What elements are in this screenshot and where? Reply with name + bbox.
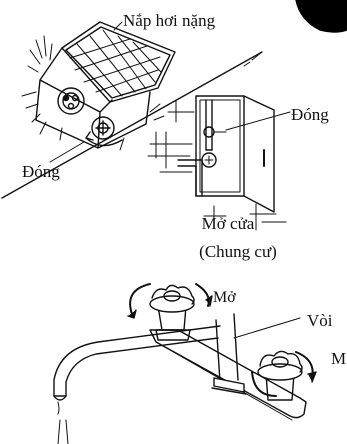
meter-valve bbox=[92, 117, 114, 139]
wall-lines bbox=[148, 100, 286, 230]
leader-lid bbox=[114, 22, 122, 30]
label-close-cabinet: Đóng bbox=[291, 105, 329, 124]
water-drop bbox=[58, 402, 59, 414]
close-arrow-left bbox=[86, 138, 122, 146]
handle-right bbox=[258, 351, 302, 400]
meter-gauge bbox=[58, 88, 84, 114]
label-heavy-lid: Nắp hơi nặng bbox=[123, 11, 216, 30]
faucet-spout bbox=[54, 326, 220, 396]
meter-box-illustration bbox=[22, 22, 175, 162]
faucet-illustration bbox=[54, 284, 316, 444]
faucet-neck bbox=[216, 314, 238, 382]
grass bbox=[22, 36, 164, 150]
meter-box bbox=[36, 48, 150, 148]
leader-close-right bbox=[226, 112, 290, 130]
label-open-handle: Mở bbox=[213, 289, 236, 306]
divider-line bbox=[2, 52, 262, 198]
pipe bbox=[206, 100, 212, 150]
label-open-handle-right: M bbox=[331, 349, 347, 368]
leader-tap bbox=[234, 318, 300, 338]
handle-left bbox=[150, 285, 194, 340]
apartment-cabinet-illustration bbox=[148, 96, 290, 230]
cabinet-meter bbox=[202, 153, 216, 167]
cabinet-frame bbox=[196, 96, 244, 196]
water-stream bbox=[58, 420, 68, 444]
label-close-meter: Đóng bbox=[22, 162, 60, 181]
corner-badge bbox=[296, 0, 347, 32]
cabinet-door bbox=[244, 96, 274, 212]
meter-lid bbox=[62, 22, 175, 102]
leader-close-left bbox=[50, 142, 84, 162]
label-apartment: (Chung cư) bbox=[199, 242, 277, 261]
label-tap: Vòi bbox=[307, 311, 333, 330]
label-open-door: Mở cửa bbox=[201, 214, 255, 233]
lid-grid bbox=[70, 30, 161, 96]
open-arrow-top bbox=[130, 284, 209, 314]
